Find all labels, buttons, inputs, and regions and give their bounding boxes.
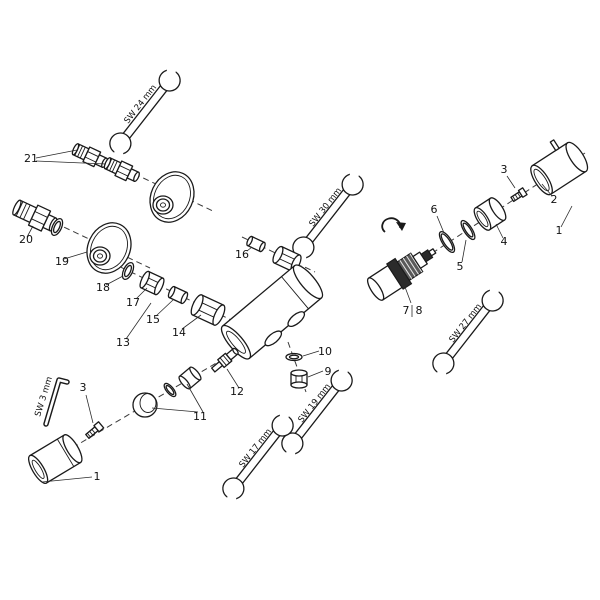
insert-16a [246, 235, 266, 253]
escutcheon-disc-lower-19 [86, 222, 132, 274]
part-number-labels: 21 20 19 18 17 13 15 14 16 12 11 3 1 10 … [19, 152, 563, 483]
open-end-wrench-sw27-icon [421, 277, 515, 387]
union-nipple-21a [71, 143, 108, 169]
screw-3-right [510, 187, 528, 203]
part-label-20: 20 [19, 233, 33, 246]
rotate-hint-arrow-icon [381, 217, 406, 233]
washer-ring-5 [460, 219, 476, 241]
handle-parts-11 [132, 366, 202, 418]
hex-key-sw3-icon [43, 377, 70, 427]
wall-union-fitting-20 [12, 199, 58, 232]
part-label-10: 10 [318, 345, 332, 358]
part-label-6: 6 [431, 203, 438, 216]
part-label-13: 13 [116, 336, 130, 349]
part-label-21: 21 [24, 152, 38, 165]
part-label-3-left: 3 [80, 381, 87, 394]
part-label-8: 8 [416, 304, 423, 317]
nut-16b [272, 245, 302, 273]
part-label-3-right: 3 [501, 163, 508, 176]
part-label-5: 5 [457, 260, 464, 273]
mixer-valve-body [220, 264, 324, 360]
lever-pin-2 [549, 139, 560, 152]
union-nipple-21b [103, 157, 140, 183]
part-label-1-left: 1 [94, 470, 101, 483]
union-nut-14 [190, 294, 226, 326]
o-ring-10 [285, 352, 303, 362]
part-label-4: 4 [501, 235, 508, 248]
seal-ring-20 [50, 217, 64, 237]
part-label-16: 16 [235, 248, 249, 261]
handle-cap-1-right [530, 139, 589, 196]
part-label-14: 14 [172, 326, 186, 339]
seal-ring-18 [121, 261, 135, 281]
valve-spindle-12 [211, 347, 239, 373]
part-label-2: 2 [551, 193, 558, 206]
retaining-ring-6 [438, 230, 456, 254]
handle-adapter-11c [178, 366, 202, 390]
part-label-7: 7 [403, 304, 410, 317]
grub-screw-3-left [85, 421, 105, 439]
open-end-wrench-sw24-icon [98, 57, 192, 167]
part-label-12: 12 [230, 385, 244, 398]
check-valve-15 [167, 285, 189, 305]
part-label-18: 18 [96, 281, 110, 294]
part-label-17: 17 [126, 296, 140, 309]
cap-sleeve-17 [139, 270, 165, 296]
dome-cap-4 [473, 197, 507, 231]
escutcheon-disc-upper-19 [149, 171, 195, 223]
part-label-1-right: 1 [556, 224, 563, 237]
part-label-19: 19 [55, 255, 69, 268]
part-label-11: 11 [193, 410, 207, 423]
part-label-9: 9 [325, 365, 332, 378]
handle-knob-1-left [27, 434, 83, 484]
part-label-15: 15 [146, 313, 160, 326]
handle-ring-11b [163, 382, 177, 398]
leader-lines [26, 149, 573, 483]
handle-cap-11a [132, 392, 158, 418]
thermostat-cartridge-7-8 [366, 248, 437, 301]
hose-nut-9 [290, 369, 308, 389]
